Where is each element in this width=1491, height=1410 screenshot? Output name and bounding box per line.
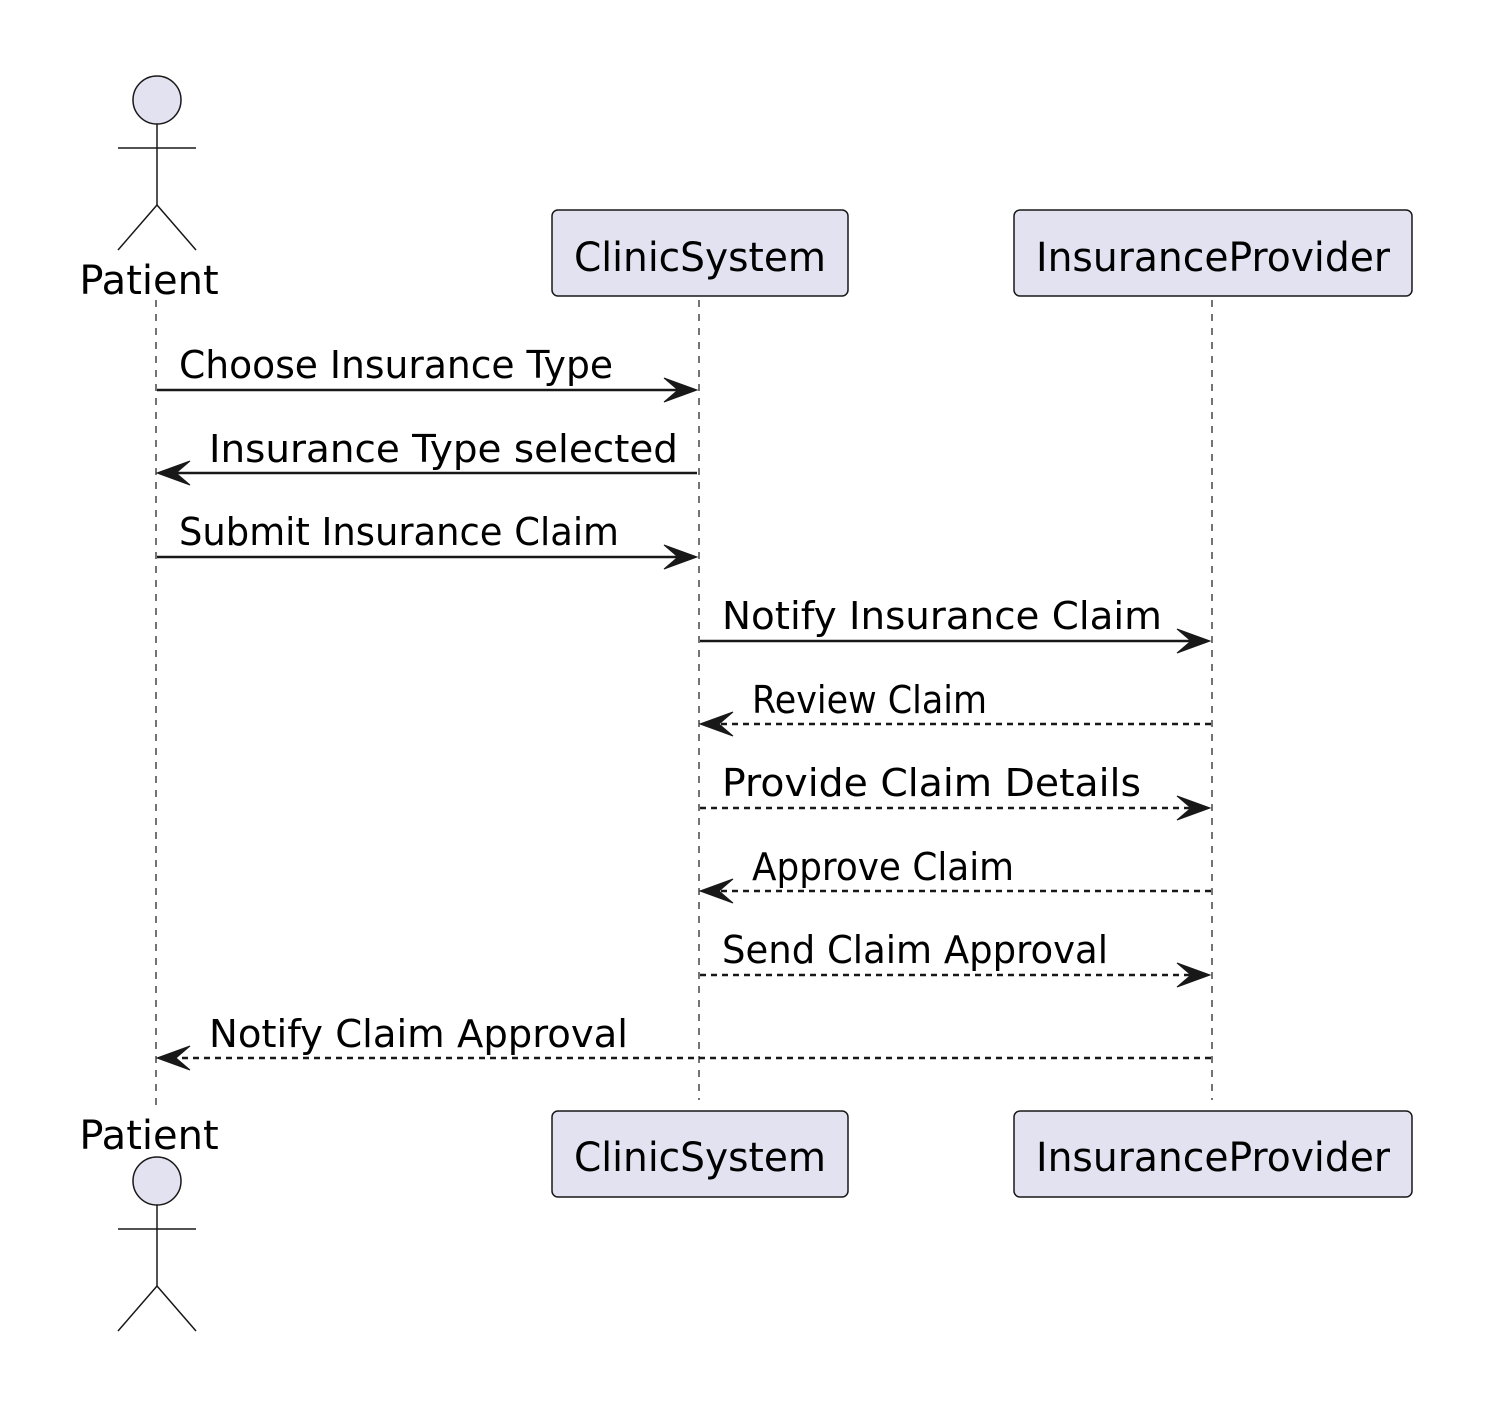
participant-box: [551, 209, 849, 297]
message-provide-claim-details: Provide Claim Details: [700, 761, 1212, 821]
arrow-head: [1176, 795, 1212, 821]
message-label: Notify Claim Approval: [209, 1012, 628, 1056]
message-label: Insurance Type selected: [209, 427, 678, 471]
message-review-claim: Review Claim: [698, 678, 1211, 737]
message-choose-insurance-type: Choose Insurance Type: [157, 343, 699, 403]
participant-label-patient-top: Patient: [79, 258, 218, 304]
participant-clinic-system-top: ClinicSystem: [551, 209, 849, 297]
participant-label-clinic-system-top: ClinicSystem: [574, 235, 826, 281]
actor-patient-top: Patient: [79, 75, 219, 304]
participant-clinic-system-bottom: ClinicSystem: [551, 1110, 849, 1198]
participant-box: [551, 1110, 849, 1198]
message-label: Choose Insurance Type: [179, 343, 613, 387]
participant-box: [1013, 1110, 1413, 1198]
actor-left-leg: [117, 204, 158, 251]
participant-label-insurance-provider-top: InsuranceProvider: [1036, 235, 1391, 281]
actor-right-leg: [156, 204, 197, 251]
actor-patient-bottom: Patient: [79, 1113, 219, 1332]
arrow-head: [1176, 962, 1212, 988]
actor-right-leg: [156, 1285, 197, 1332]
message-approve-claim: Approve Claim: [698, 845, 1211, 904]
participant-box: [1013, 209, 1413, 297]
arrow-head: [698, 878, 734, 904]
participant-label-insurance-provider-bottom: InsuranceProvider: [1036, 1135, 1391, 1181]
participant-insurance-provider-bottom: InsuranceProvider: [1013, 1110, 1413, 1198]
message-label: Provide Claim Details: [722, 761, 1141, 805]
actor-left-leg: [117, 1285, 158, 1332]
message-submit-insurance-claim: Submit Insurance Claim: [157, 510, 699, 570]
message-label: Send Claim Approval: [722, 928, 1108, 972]
participant-label-patient-bottom: Patient: [79, 1113, 218, 1159]
participant-label-clinic-system-bottom: ClinicSystem: [574, 1135, 826, 1181]
message-label: Notify Insurance Claim: [722, 594, 1162, 638]
arrow-head: [663, 377, 699, 403]
message-send-claim-approval: Send Claim Approval: [700, 928, 1212, 988]
actor-head: [132, 75, 182, 125]
message-notify-insurance-claim: Notify Insurance Claim: [700, 594, 1212, 654]
message-label: Review Claim: [752, 678, 987, 722]
message-notify-claim-approval: Notify Claim Approval: [155, 1012, 1211, 1071]
arrow-head: [663, 544, 699, 570]
actor-head: [132, 1156, 182, 1206]
message-insurance-type-selected: Insurance Type selected: [155, 427, 697, 486]
arrow-head: [155, 1045, 191, 1071]
message-label: Approve Claim: [752, 845, 1014, 889]
arrow-head: [1176, 628, 1212, 654]
arrow-head: [698, 711, 734, 737]
message-label: Submit Insurance Claim: [179, 510, 619, 554]
arrow-head: [155, 460, 191, 486]
participant-insurance-provider-top: InsuranceProvider: [1013, 209, 1413, 297]
